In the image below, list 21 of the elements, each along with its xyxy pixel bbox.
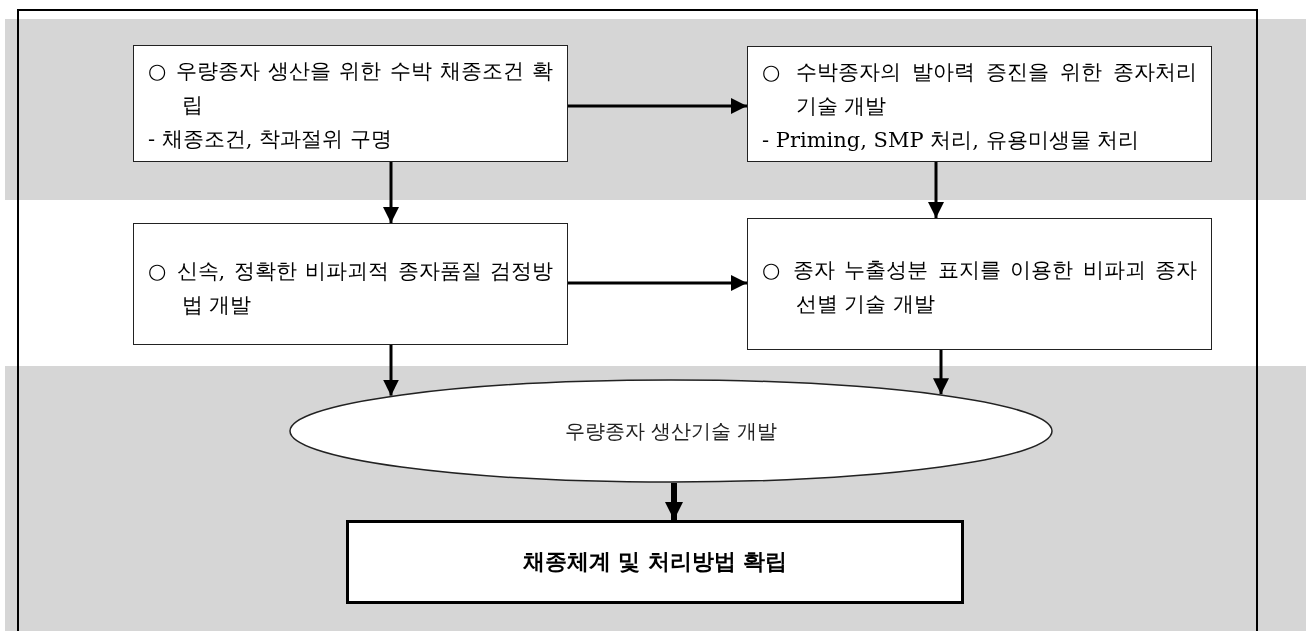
goal-box [346, 520, 964, 604]
process-box [133, 45, 568, 162]
arrow [933, 350, 949, 395]
process-box [747, 46, 1212, 162]
ellipse-label: 우량종자 생산기술 개발 [564, 417, 778, 445]
box-heading: ○ 수박종자의 발아력 증진을 위한 종자처리 기술 개발 [762, 59, 1197, 120]
box-detail: - 채종조건, 착과절위 구명 [148, 126, 393, 153]
arrow [568, 98, 747, 114]
arrow [568, 275, 747, 291]
box-heading: ○ 신속, 정확한 비파괴적 종자품질 검정방법 개발 [148, 258, 553, 319]
box-heading: ○ 우량종자 생산을 위한 수박 채종조건 확립 [148, 58, 553, 119]
arrow [928, 162, 944, 218]
arrow [665, 483, 683, 520]
process-box [133, 223, 568, 345]
process-box [747, 218, 1212, 350]
arrow [383, 162, 399, 223]
goal-label: 채종체계 및 처리방법 확립 [522, 547, 788, 576]
arrow [383, 345, 399, 396]
box-heading: ○ 종자 누출성분 표지를 이용한 비파괴 종자선별 기술 개발 [762, 257, 1197, 318]
result-ellipse [289, 379, 1053, 483]
box-detail: - Priming, SMP 처리, 유용미생물 처리 [762, 127, 1141, 154]
